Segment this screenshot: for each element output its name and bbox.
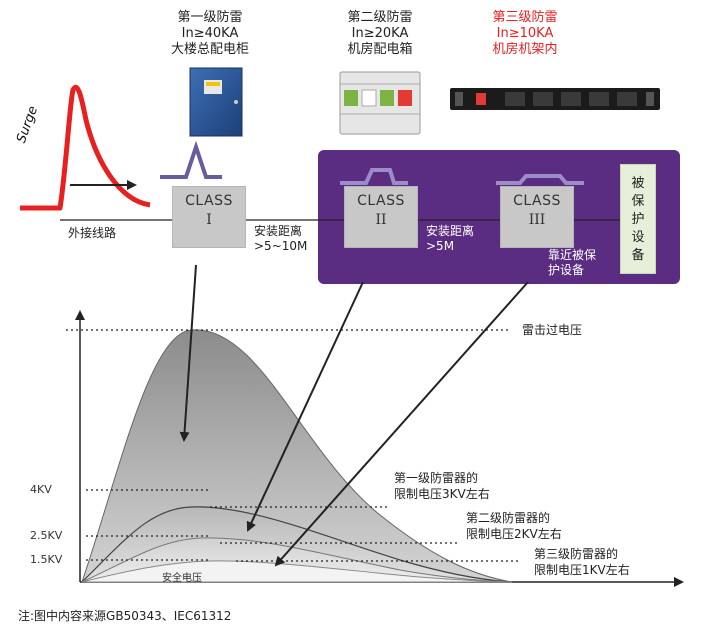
protected-device-char-5: 备 xyxy=(631,248,645,263)
protected-device-char-4: 设 xyxy=(631,230,645,245)
protection-panel xyxy=(318,150,680,284)
cabinet-device-image xyxy=(189,67,243,137)
y-tick-1-5kv: 1.5KV xyxy=(30,553,63,566)
distance-1-value: >5~10M xyxy=(254,239,308,253)
distance-2-value: >5M xyxy=(426,239,455,253)
distance-1-title: 安装距离 xyxy=(254,224,303,238)
distance-2-label: 安装距离 >5M xyxy=(426,224,474,254)
near-device-label: 靠近被保 护设备 xyxy=(548,248,596,278)
level3-note-line1: 第三级防雷器的 xyxy=(534,547,619,561)
safe-voltage-label: 安全电压 xyxy=(162,573,202,584)
lightning-overvoltage-label: 雷击过电压 xyxy=(522,323,583,337)
level3-header: 第三级防雷 In≥10KA 机房机架内 xyxy=(455,10,595,58)
distance-1-label: 安装距离 >5~10M xyxy=(254,224,307,254)
level1-header: 第一级防雷 In≥40KA 大楼总配电柜 xyxy=(140,10,280,58)
near-device-line2: 护设备 xyxy=(548,263,585,277)
level2-header-location: 机房配电箱 xyxy=(347,42,413,57)
level2-note-line1: 第二级防雷器的 xyxy=(466,511,551,525)
protected-device-box: 被 保 护 设 备 xyxy=(620,164,656,274)
level1-header-location: 大楼总配电柜 xyxy=(170,42,249,57)
class-1-box: CLASS I xyxy=(172,186,246,248)
level3-note: 第三级防雷器的 限制电压1KV左右 xyxy=(534,546,630,578)
level1-header-title: 第一级防雷 xyxy=(177,10,243,25)
pulse-after-class3 xyxy=(496,174,584,185)
protected-device-char-1: 被 xyxy=(631,176,645,191)
protected-device-char-2: 保 xyxy=(631,194,645,209)
level2-header-title: 第二级防雷 xyxy=(347,10,413,25)
spd-module-device-image xyxy=(339,71,421,135)
pulse-after-class1 xyxy=(160,140,222,179)
pulse-after-class2 xyxy=(340,168,408,185)
level2-header-current: In≥20KA xyxy=(351,26,409,41)
level2-note: 第二级防雷器的 限制电压2KV左右 xyxy=(466,510,562,542)
level2-note-line2: 限制电压2KV左右 xyxy=(466,527,562,541)
pointer-arrows xyxy=(179,264,529,567)
level2-header: 第二级防雷 In≥20KA 机房配电箱 xyxy=(310,10,450,58)
distance-2-title: 安装距离 xyxy=(426,224,475,238)
class-2-box: CLASS II xyxy=(344,186,418,248)
level3-note-line2: 限制电压1KV左右 xyxy=(534,563,630,577)
level1-header-current: In≥40KA xyxy=(181,26,239,41)
class-2-roman: II xyxy=(375,212,387,228)
level3-header-location: 机房机架内 xyxy=(492,42,558,57)
source-footnote: 注:图中内容来源GB50343、IEC61312 xyxy=(18,609,232,623)
pdu-strip-device-image xyxy=(450,88,660,110)
near-device-line1: 靠近被保 xyxy=(548,248,597,262)
level3-header-title: 第三级防雷 xyxy=(492,10,558,25)
guide-lines xyxy=(66,329,520,562)
class-1-roman: I xyxy=(206,212,212,228)
protected-device-char-3: 护 xyxy=(631,212,645,227)
class-3-roman: III xyxy=(528,212,546,228)
class-3-name: CLASS xyxy=(513,193,561,209)
level3-header-current: In≥10KA xyxy=(496,26,554,41)
class-1-name: CLASS xyxy=(185,193,233,209)
level1-note-line1: 第一级防雷器的 xyxy=(394,471,479,485)
y-tick-4kv: 4KV xyxy=(30,483,52,496)
y-tick-2-5kv: 2.5KV xyxy=(30,529,63,542)
level3-limited-curve xyxy=(81,560,513,583)
level1-note-line2: 限制电压3KV左右 xyxy=(394,487,490,501)
surge-waveform xyxy=(20,85,151,211)
class-3-box: CLASS III xyxy=(500,186,574,248)
class-2-name: CLASS xyxy=(357,193,405,209)
external-line-label: 外接线路 xyxy=(68,226,117,240)
level1-note: 第一级防雷器的 限制电压3KV左右 xyxy=(394,470,490,502)
